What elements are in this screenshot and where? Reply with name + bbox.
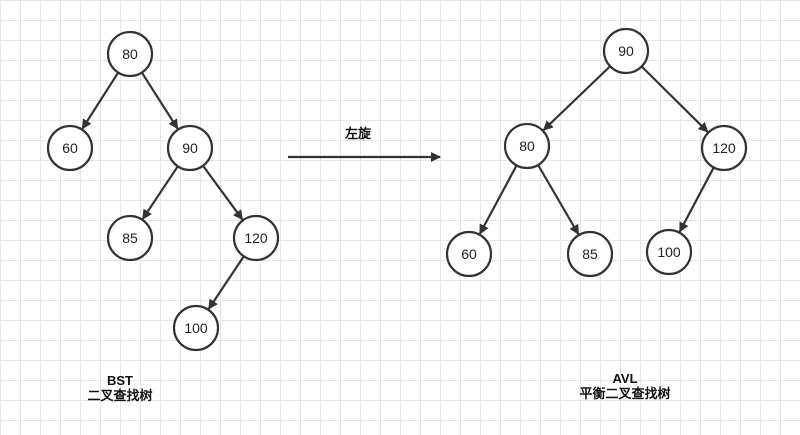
bst-node-85: 85: [106, 214, 154, 262]
bst-node-label: 90: [182, 140, 198, 156]
bst-node-100: 100: [172, 304, 220, 352]
bst-edge-80-60: [81, 71, 120, 130]
bst-node-label: 60: [62, 140, 78, 156]
bst-node-label: 120: [244, 230, 268, 246]
bst-node-label: 80: [122, 46, 138, 62]
avl-node-circle: [602, 27, 650, 75]
bst-edge-80-90: [140, 71, 179, 130]
avl-node-90: 90: [602, 27, 650, 75]
avl-node-circle: [566, 230, 614, 278]
bst-node-label: 100: [184, 320, 208, 336]
bst-node-circle: [46, 124, 94, 172]
avl-node-60: 60: [445, 230, 493, 278]
bst-edge-120-100: [207, 255, 245, 310]
bst-caption-title: BST: [107, 373, 133, 388]
avl-edge-90-80: [542, 65, 611, 131]
avl-node-label: 85: [582, 246, 598, 262]
bst-node-60: 60: [46, 124, 94, 172]
bst-node-circle: [106, 214, 154, 262]
avl-caption-subtitle: 平衡二叉查找树: [579, 387, 671, 402]
bst-node-label: 85: [122, 230, 138, 246]
avl-node-label: 90: [618, 43, 634, 59]
bst-edge-90-120: [202, 165, 244, 221]
avl-node-80: 80: [503, 122, 551, 170]
nodes-layer: 80 60 90 85 120 100 90 80 120 60 85 100: [46, 27, 748, 352]
avl-edge-120-100: [678, 166, 715, 233]
bst-node-circle: [172, 304, 220, 352]
avl-node-circle: [503, 122, 551, 170]
bst-node-120: 120: [232, 214, 280, 262]
rotate-left-label: 左旋: [345, 126, 372, 142]
bst-caption: BST 二叉查找树: [80, 373, 160, 405]
avl-node-circle: [645, 228, 693, 276]
bst-edge-90-85: [141, 165, 179, 220]
avl-node-120: 120: [700, 124, 748, 172]
bst-node-80: 80: [106, 30, 154, 78]
bst-caption-subtitle: 二叉查找树: [87, 389, 153, 404]
bst-node-90: 90: [166, 124, 214, 172]
avl-node-label: 60: [461, 246, 477, 262]
avl-node-circle: [700, 124, 748, 172]
avl-caption-title: AVL: [612, 371, 638, 386]
bst-node-circle: [166, 124, 214, 172]
avl-node-label: 120: [712, 140, 736, 156]
avl-caption: AVL 平衡二叉查找树: [570, 371, 680, 403]
edges-layer: [81, 65, 715, 310]
avl-edge-80-85: [537, 164, 580, 235]
avl-node-circle: [445, 230, 493, 278]
avl-node-100: 100: [645, 228, 693, 276]
bst-node-circle: [106, 30, 154, 78]
avl-node-label: 80: [519, 138, 535, 154]
avl-edge-80-60: [478, 164, 518, 235]
avl-edge-90-120: [640, 65, 709, 133]
avl-node-85: 85: [566, 230, 614, 278]
avl-node-label: 100: [657, 244, 681, 260]
bst-node-circle: [232, 214, 280, 262]
